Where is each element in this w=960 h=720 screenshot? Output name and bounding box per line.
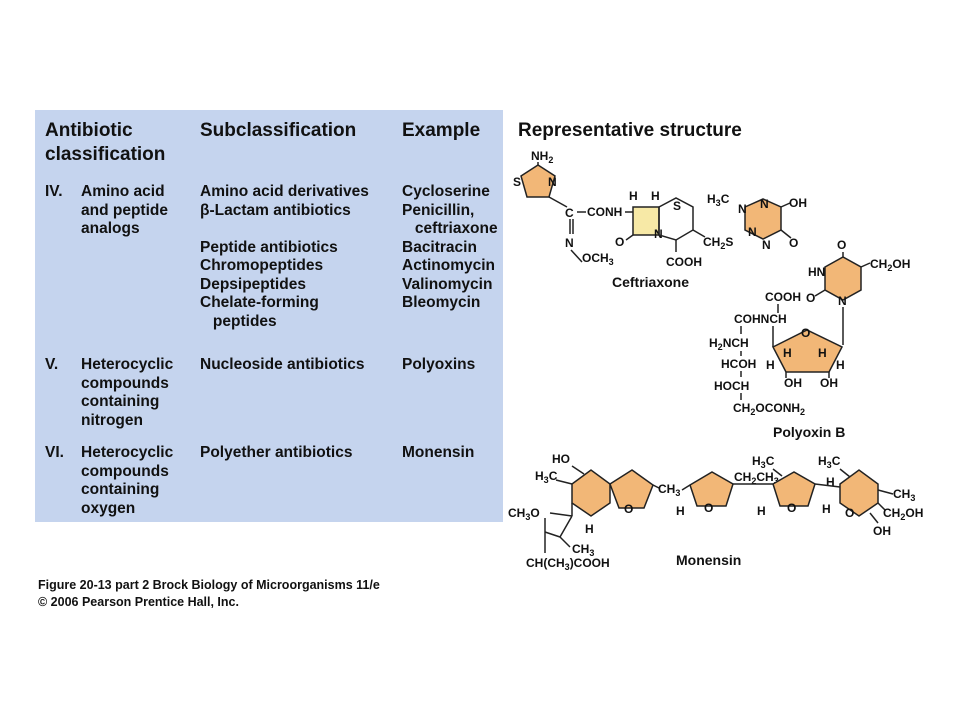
svg-text:OH: OH	[820, 376, 838, 390]
ribose-ring	[771, 329, 844, 373]
svg-text:H3C: H3C	[535, 469, 558, 485]
row-subclassification-iv: Amino acid derivatives β-Lactam antibiot…	[200, 183, 369, 330]
header-classification: Antibiotic classification	[45, 120, 166, 165]
representative-structure-title: Representative structure	[518, 120, 742, 141]
header-subclassification: Subclassification	[200, 120, 357, 141]
svg-text:HN: HN	[808, 265, 825, 279]
svg-text:CH(CH3)COOH: CH(CH3)COOH	[526, 556, 610, 572]
svg-text:O: O	[624, 502, 633, 516]
svg-text:N: N	[748, 225, 757, 239]
ceftriaxone-structure: NH2 S N C CONH N OCH3 H H O N S CH2S COO…	[513, 149, 807, 290]
svg-text:COHNCH: COHNCH	[734, 312, 787, 326]
svg-text:CH2CH3: CH2CH3	[734, 470, 779, 486]
svg-text:H3C: H3C	[707, 192, 730, 208]
svg-text:CH2S: CH2S	[703, 235, 733, 251]
monensin-ring-3	[689, 471, 734, 507]
svg-text:CH2OCONH2: CH2OCONH2	[733, 401, 805, 417]
svg-text:H: H	[783, 346, 792, 360]
beta-lactam-ring	[632, 206, 660, 236]
monensin-ring-2	[609, 469, 654, 509]
svg-text:O: O	[837, 238, 846, 252]
monensin-structure: HO H3C O CH3 H O CH2CH3 H3C H O H H3C H …	[508, 452, 923, 572]
svg-text:H: H	[818, 346, 827, 360]
svg-text:H: H	[826, 475, 835, 489]
svg-text:HCOH: HCOH	[721, 357, 756, 371]
svg-text:N: N	[738, 202, 747, 216]
svg-text:H: H	[822, 502, 831, 516]
svg-text:HO: HO	[552, 452, 570, 466]
svg-text:O: O	[789, 236, 798, 250]
svg-text:OH: OH	[789, 196, 807, 210]
caption-line-1: Figure 20-13 part 2 Brock Biology of Mic…	[38, 578, 380, 592]
svg-text:CH3O: CH3O	[508, 506, 540, 522]
svg-text:CH2OH: CH2OH	[883, 506, 923, 522]
monensin-ring-1	[571, 469, 611, 517]
caption-line-2: © 2006 Pearson Prentice Hall, Inc.	[38, 595, 239, 609]
polyoxin-b-structure: O HN CH2OH O N O H H H H OH OH COOH COHN…	[709, 238, 910, 440]
svg-text:N: N	[760, 197, 769, 211]
row-subclassification-vi: Polyether antibiotics	[200, 444, 353, 461]
row-number-iv: IV.	[45, 183, 63, 200]
svg-text:OCH3: OCH3	[582, 251, 614, 267]
row-classification-iv: Amino acid and peptide analogs	[81, 183, 168, 237]
svg-text:CH3: CH3	[572, 542, 594, 558]
svg-text:OH: OH	[873, 524, 891, 538]
svg-text:CH3: CH3	[893, 487, 915, 503]
row-subclassification-v: Nucleoside antibiotics	[200, 356, 365, 373]
row-example-vi: Monensin	[402, 444, 475, 461]
svg-text:O: O	[615, 235, 624, 249]
polyoxin-b-label: Polyoxin B	[773, 424, 845, 440]
svg-text:O: O	[704, 501, 713, 515]
row-number-v: V.	[45, 356, 59, 373]
svg-text:C: C	[565, 206, 574, 220]
svg-text:H3C: H3C	[752, 454, 775, 470]
figure-caption: Figure 20-13 part 2 Brock Biology of Mic…	[38, 577, 380, 611]
svg-text:OH: OH	[784, 376, 802, 390]
header-example: Example	[402, 120, 481, 141]
svg-text:H: H	[629, 189, 638, 203]
svg-text:CH3: CH3	[658, 482, 680, 498]
svg-text:COOH: COOH	[765, 290, 801, 304]
classification-table-panel	[35, 110, 503, 522]
svg-text:CH2OH: CH2OH	[870, 257, 910, 273]
svg-text:O: O	[806, 291, 815, 305]
row-example-v: Polyoxins	[402, 356, 476, 373]
svg-text:O: O	[787, 501, 796, 515]
svg-text:HOCH: HOCH	[714, 379, 749, 393]
row-classification-vi: Heterocyclic compounds containing oxygen	[81, 444, 174, 517]
svg-text:N: N	[565, 236, 574, 250]
svg-text:H2NCH: H2NCH	[709, 336, 749, 352]
row-number-vi: VI.	[45, 444, 64, 461]
svg-text:COOH: COOH	[666, 255, 702, 269]
svg-text:H: H	[585, 522, 594, 536]
monensin-label: Monensin	[676, 552, 741, 568]
svg-text:H: H	[766, 358, 775, 372]
svg-text:CONH: CONH	[587, 205, 622, 219]
svg-text:H: H	[836, 358, 845, 372]
svg-text:O: O	[845, 506, 854, 520]
ceftriaxone-label: Ceftriaxone	[612, 274, 689, 290]
svg-text:O: O	[801, 326, 810, 340]
svg-text:H: H	[676, 504, 685, 518]
thiazole-ring	[520, 164, 556, 198]
row-example-iv: Cycloserine Penicillin, ceftriaxone Baci…	[402, 183, 498, 311]
svg-text:N: N	[762, 238, 771, 252]
row-classification-v: Heterocyclic compounds containing nitrog…	[81, 356, 174, 429]
svg-text:N: N	[838, 294, 847, 308]
svg-text:S: S	[673, 199, 681, 213]
svg-text:S: S	[513, 175, 521, 189]
svg-text:H: H	[757, 504, 766, 518]
svg-text:NH2: NH2	[531, 149, 553, 165]
svg-text:N: N	[548, 175, 557, 189]
svg-text:H3C: H3C	[818, 454, 841, 470]
monensin-ring-4	[772, 471, 816, 507]
svg-text:H: H	[651, 189, 660, 203]
